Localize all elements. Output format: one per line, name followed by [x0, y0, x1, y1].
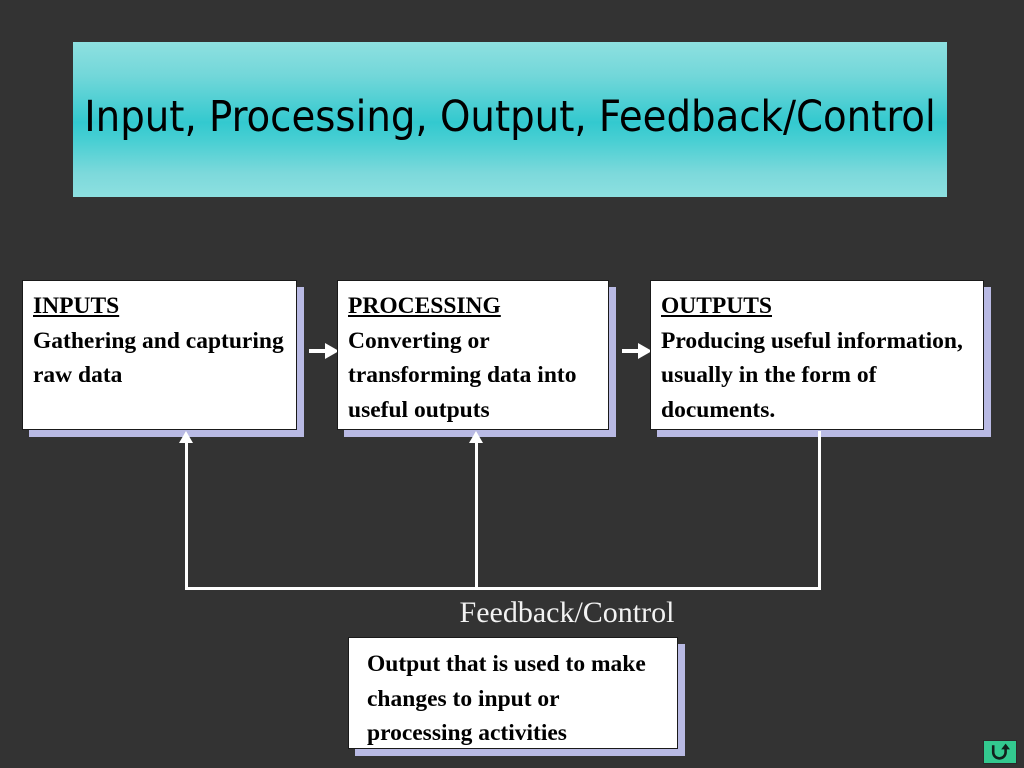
- process-box-inputs-heading: INPUTS: [33, 293, 120, 319]
- process-box-inputs-body: Gathering and capturing raw data: [33, 327, 284, 389]
- process-box-processing-body: Converting or transforming data into use…: [348, 327, 577, 423]
- arrow-head: [638, 343, 652, 359]
- page-title: Input, Processing, Output, Feedback/Cont…: [84, 91, 936, 142]
- arrow-feedback-to-inputs-icon: [179, 431, 193, 443]
- process-box-inputs: INPUTS Gathering and capturing raw data: [22, 280, 297, 430]
- process-box-outputs-heading: OUTPUTS: [661, 293, 772, 319]
- process-box-processing: PROCESSING Converting or transforming da…: [337, 280, 609, 430]
- process-box-outputs: OUTPUTS Producing useful information, us…: [650, 280, 984, 430]
- arrow-shaft: [309, 349, 327, 353]
- feedback-line-horizontal: [185, 587, 821, 590]
- title-banner: Input, Processing, Output, Feedback/Cont…: [73, 42, 947, 197]
- arrow-processing-to-outputs-icon: [622, 343, 652, 359]
- arrow-inputs-to-processing-icon: [309, 343, 339, 359]
- arrow-feedback-to-processing-icon: [469, 431, 483, 443]
- feedback-line-right-vertical: [818, 431, 821, 589]
- return-button[interactable]: [983, 740, 1017, 764]
- feedback-description-box: Output that is used to make changes to i…: [348, 637, 678, 749]
- process-box-processing-heading: PROCESSING: [348, 293, 501, 319]
- u-turn-arrow-icon: [989, 743, 1011, 761]
- arrow-head: [325, 343, 339, 359]
- feedback-control-label: Feedback/Control: [459, 596, 675, 629]
- feedback-line-middle-vertical: [475, 440, 478, 590]
- process-box-outputs-content: OUTPUTS Producing useful information, us…: [651, 281, 983, 433]
- feedback-description-text: Output that is used to make changes to i…: [367, 651, 646, 747]
- process-box-outputs-body: Producing useful information, usually in…: [661, 327, 963, 423]
- process-box-processing-content: PROCESSING Converting or transforming da…: [338, 281, 608, 433]
- arrow-shaft: [622, 349, 640, 353]
- process-box-inputs-content: INPUTS Gathering and capturing raw data: [23, 281, 296, 399]
- feedback-line-left-vertical: [185, 440, 188, 590]
